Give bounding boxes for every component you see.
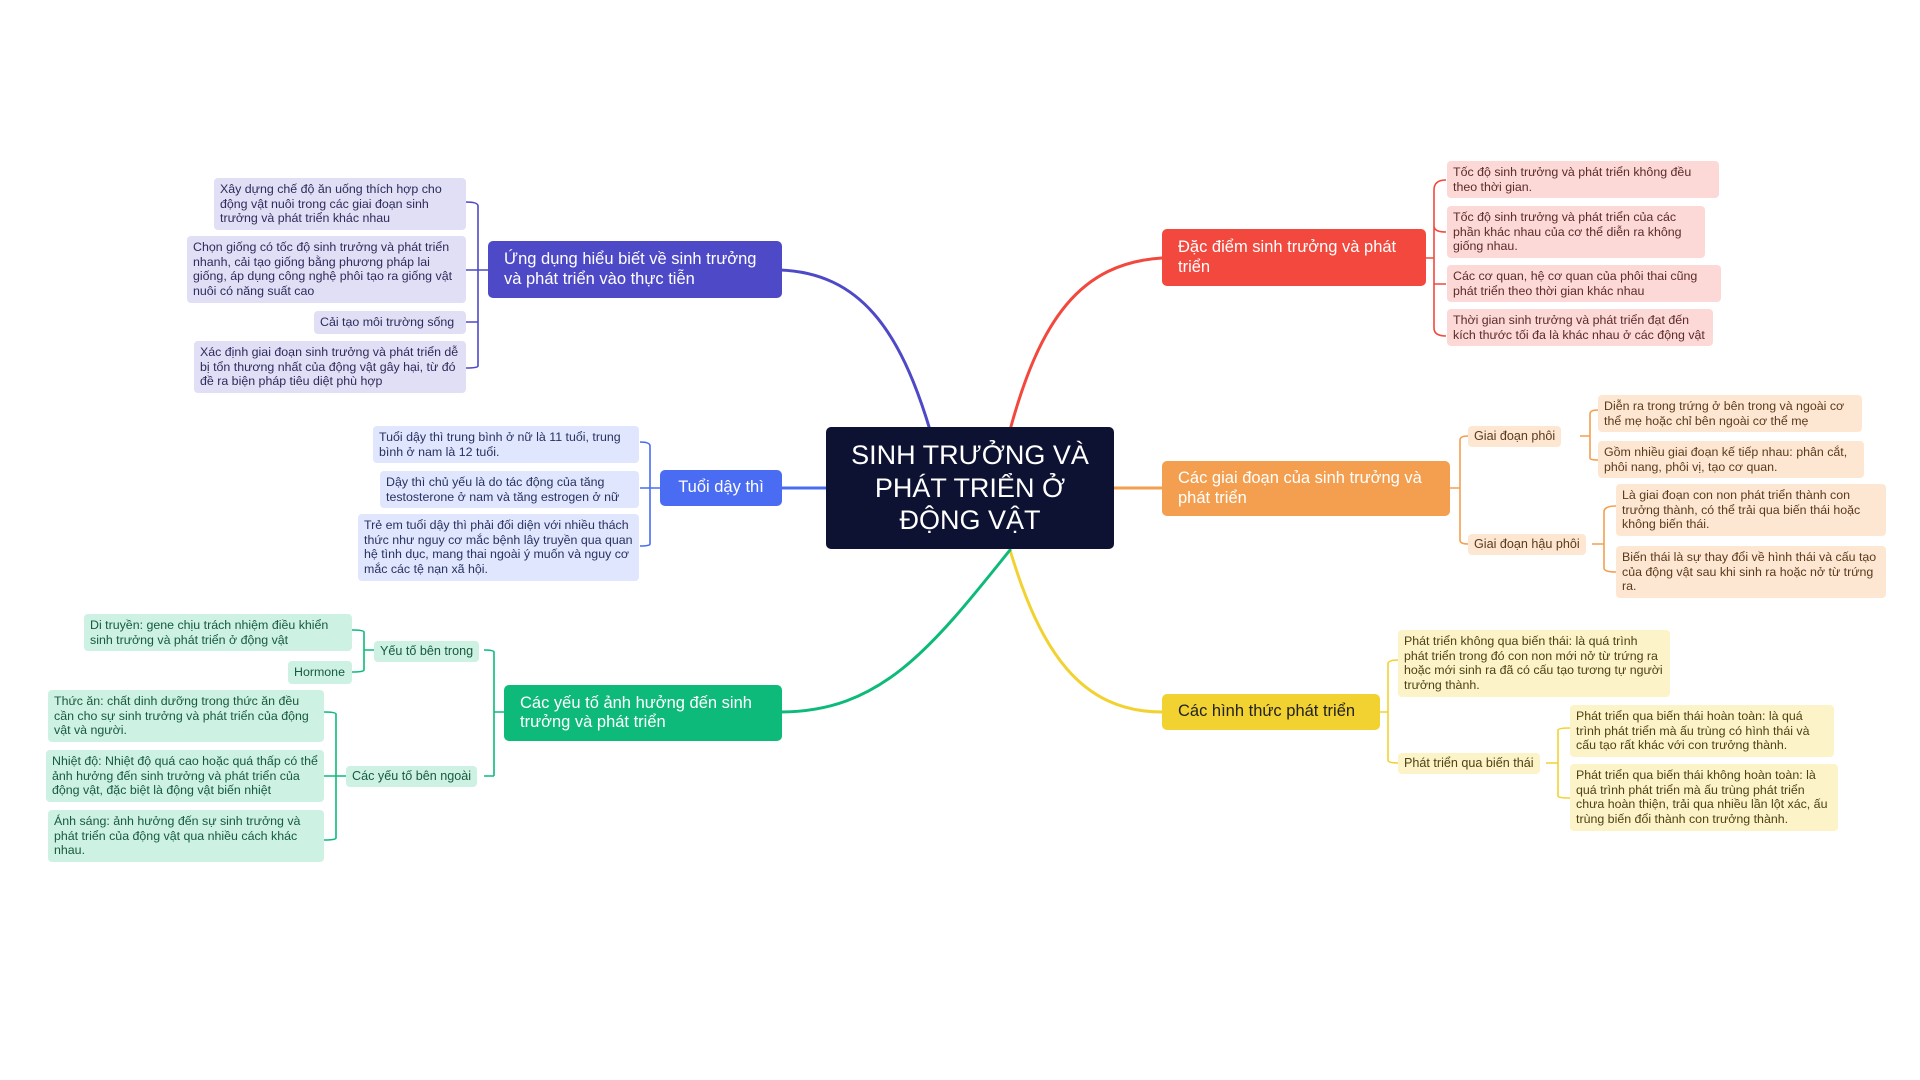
leaf-hau-phoi-2[interactable]: Biến thái là sự thay đổi về hình thái và… bbox=[1616, 546, 1886, 598]
branch-yeu-to[interactable]: Các yếu tố ảnh hưởng đến sinh trưởng và … bbox=[504, 685, 782, 741]
leaf-day-thi-3[interactable]: Trẻ em tuổi dậy thì phải đối diện với nh… bbox=[358, 514, 639, 581]
leaf-bien-thai-2[interactable]: Phát triển qua biến thái không hoàn toàn… bbox=[1570, 764, 1838, 831]
branch-ung-dung[interactable]: Ứng dụng hiểu biết về sinh trưởng và phá… bbox=[488, 241, 782, 298]
leaf-anh-sang[interactable]: Ánh sáng: ảnh hưởng đến sự sinh trưởng v… bbox=[48, 810, 324, 862]
leaf-day-thi-1[interactable]: Tuổi dậy thì trung bình ở nữ là 11 tuổi,… bbox=[373, 426, 639, 464]
leaf-ung-dung-2[interactable]: Chọn giống có tốc độ sinh trưởng và phát… bbox=[187, 236, 466, 303]
sub-bien-thai[interactable]: Phát triển qua biến thái bbox=[1398, 753, 1540, 774]
leaf-di-truyen[interactable]: Di truyền: gene chịu trách nhiệm điều kh… bbox=[84, 614, 352, 652]
central-topic[interactable]: SINH TRƯỞNG VÀ PHÁT TRIỂN Ở ĐỘNG VẬT bbox=[826, 427, 1114, 549]
leaf-phoi-1[interactable]: Diễn ra trong trứng ở bên trong và ngoài… bbox=[1598, 395, 1862, 433]
connector-indigo bbox=[778, 268, 932, 432]
leaf-dac-diem-4[interactable]: Thời gian sinh trưởng và phát triển đạt … bbox=[1447, 309, 1713, 347]
leaf-bien-thai-1[interactable]: Phát triển qua biến thái hoàn toàn: là q… bbox=[1570, 705, 1834, 757]
sub-yeu-to-ben-ngoai[interactable]: Các yếu tố bên ngoài bbox=[346, 766, 478, 787]
leaf-ung-dung-1[interactable]: Xây dựng chế độ ăn uống thích hợp cho độ… bbox=[214, 178, 466, 230]
leaf-phoi-2[interactable]: Gồm nhiều giai đoạn kế tiếp nhau: phân c… bbox=[1598, 441, 1864, 479]
leaf-ung-dung-4[interactable]: Xác định giai đoạn sinh trưởng và phát t… bbox=[194, 341, 466, 393]
leaf-hormone[interactable]: Hormone bbox=[288, 661, 352, 684]
leaf-ung-dung-3[interactable]: Cải tạo môi trường sống bbox=[314, 311, 466, 334]
leaf-hau-phoi-1[interactable]: Là giai đoạn con non phát triển thành co… bbox=[1616, 484, 1886, 536]
leaf-dac-diem-1[interactable]: Tốc độ sinh trưởng và phát triển không đ… bbox=[1447, 161, 1719, 199]
branch-day-thi[interactable]: Tuổi dậy thì bbox=[660, 470, 782, 506]
connector-green bbox=[778, 548, 1012, 714]
sub-yeu-to-ben-trong[interactable]: Yếu tố bên trong bbox=[374, 641, 480, 662]
sub-giai-doan-hau-phoi[interactable]: Giai đoạn hậu phôi bbox=[1468, 534, 1586, 555]
leaf-dac-diem-2[interactable]: Tốc độ sinh trưởng và phát triển của các… bbox=[1447, 206, 1705, 258]
connector-red bbox=[1008, 256, 1164, 432]
branch-giai-doan[interactable]: Các giai đoạn của sinh trưởng và phát tr… bbox=[1162, 461, 1450, 516]
leaf-khong-bien-thai[interactable]: Phát triển không qua biến thái: là quá t… bbox=[1398, 630, 1670, 697]
leaf-nhiet-do[interactable]: Nhiệt độ: Nhiệt độ quá cao hoặc quá thấp… bbox=[46, 750, 324, 802]
leaf-thuc-an[interactable]: Thức ăn: chất dinh dưỡng trong thức ăn đ… bbox=[48, 690, 324, 742]
branch-dac-diem[interactable]: Đặc điểm sinh trưởng và phát triển bbox=[1162, 229, 1426, 286]
branch-hinh-thuc[interactable]: Các hình thức phát triển bbox=[1162, 694, 1380, 730]
sub-giai-doan-phoi[interactable]: Giai đoạn phôi bbox=[1468, 426, 1562, 447]
leaf-day-thi-2[interactable]: Dậy thì chủ yếu là do tác động của tăng … bbox=[380, 471, 639, 509]
connector-yellow bbox=[1008, 548, 1164, 714]
leaf-dac-diem-3[interactable]: Các cơ quan, hệ cơ quan của phôi thai cũ… bbox=[1447, 265, 1721, 303]
